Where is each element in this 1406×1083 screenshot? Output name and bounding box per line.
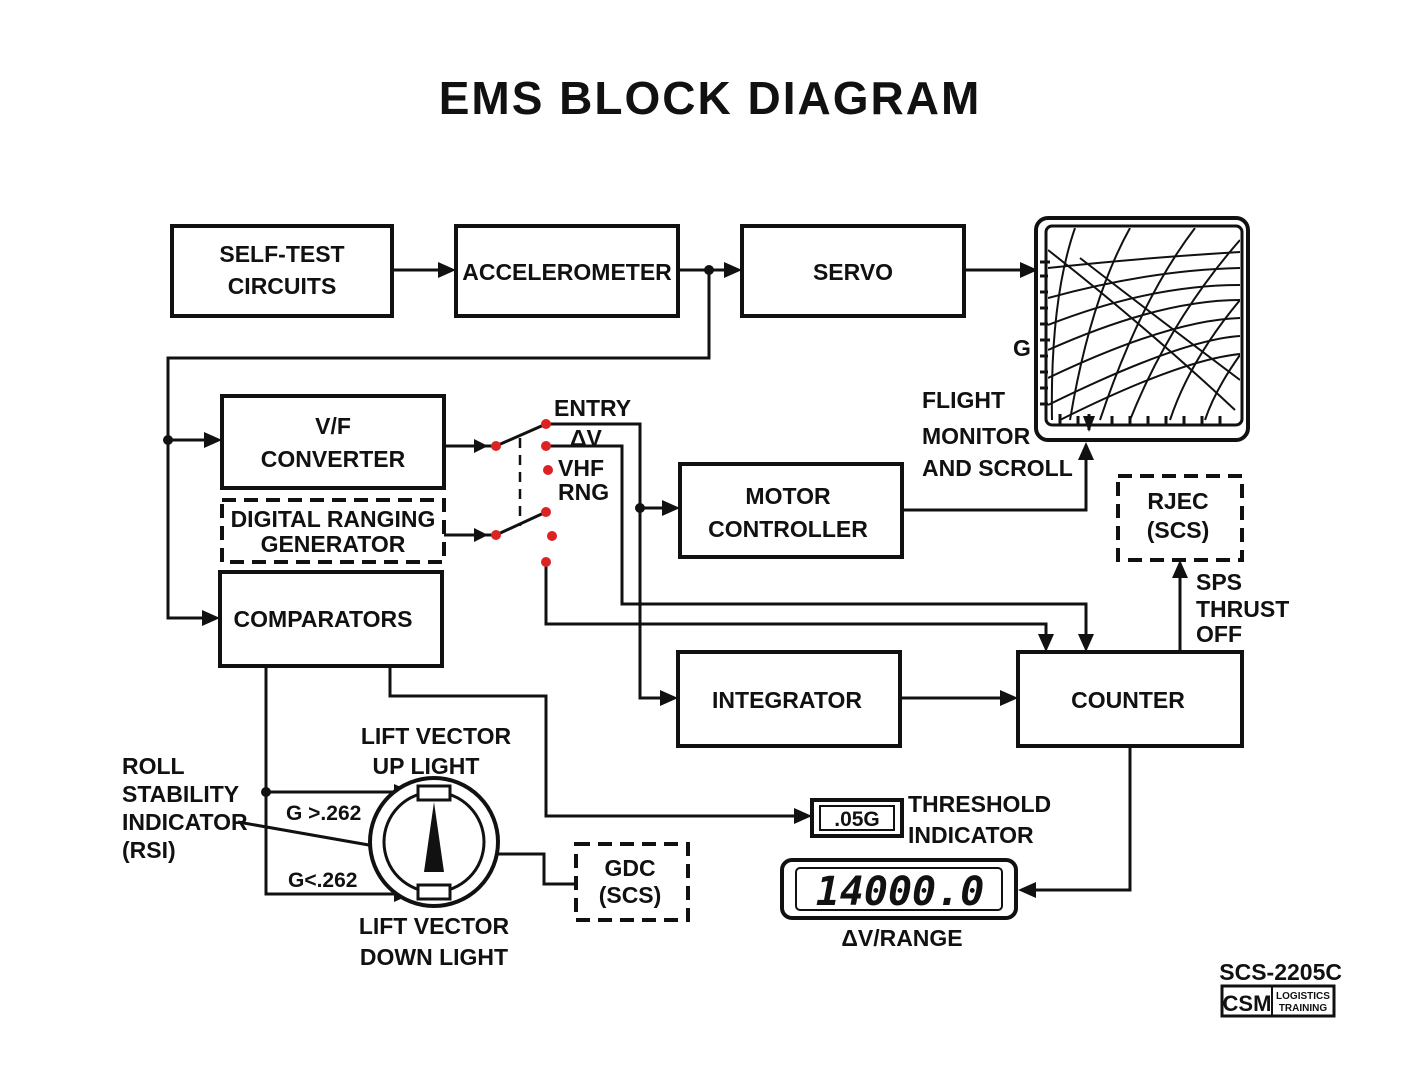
self-test-circuits-block: SELF-TEST CIRCUITS [170,224,394,318]
svg-text:INTEGRATOR: INTEGRATOR [712,687,862,713]
rsi-label-4: (RSI) [122,837,176,863]
comparators-block: COMPARATORS [218,570,444,668]
g-axis-label: G [1013,335,1031,361]
roll-pointer [424,802,444,872]
svg-text:COUNTER: COUNTER [1071,687,1185,713]
threshold-value: .05G [834,808,880,831]
svg-text:RJEC: RJEC [1147,488,1208,514]
vhf-label: VHF [558,455,604,481]
svg-text:(SCS): (SCS) [1147,517,1210,543]
lift-up-label-2: UP LIGHT [373,753,480,779]
motor-controller-block: MOTOR CONTROLLER [678,462,904,559]
svg-text:CONTROLLER: CONTROLLER [708,516,868,542]
csm-logistics-logo: CSM LOGISTICS TRAINING [1220,984,1336,1018]
display-readout: 14000.0 [816,869,985,915]
svg-text:ACCELEROMETER: ACCELEROMETER [462,259,672,285]
flight-monitor-label-3: AND SCROLL [922,455,1073,481]
rsi-label-2: STABILITY [122,781,239,807]
roll-stability-indicator [368,776,500,908]
svg-text:CIRCUITS: CIRCUITS [228,273,337,299]
svg-text:LOGISTICS: LOGISTICS [1276,991,1330,1002]
lift-up-label-1: LIFT VECTOR [361,723,512,749]
delta-v-range-display: 14000.0 [780,858,1018,920]
svg-text:DIGITAL RANGING: DIGITAL RANGING [231,506,436,532]
svg-text:COMPARATORS: COMPARATORS [234,606,413,632]
off-label: OFF [1196,621,1242,647]
thrust-label: THRUST [1196,596,1289,622]
lift-up-light [416,784,452,802]
delta-v-label: ΔV [570,425,603,451]
flight-monitor-label-1: FLIGHT [922,387,1005,413]
g-less-label: G<.262 [288,869,357,892]
sps-label: SPS [1196,569,1242,595]
servo-block: SERVO [740,224,966,318]
lift-down-light [416,883,452,901]
document-code: SCS-2205C [1219,959,1342,985]
rsi-label-3: INDICATOR [122,809,248,835]
svg-text:GDC: GDC [604,855,655,881]
integrator-block: INTEGRATOR [676,650,902,748]
threshold-label-2: INDICATOR [908,822,1034,848]
threshold-label-1: THRESHOLD [908,791,1051,817]
svg-text:TRAINING: TRAINING [1279,1003,1328,1014]
rng-label: RNG [558,479,609,505]
accelerometer-block: ACCELEROMETER [454,224,680,318]
mode-switch-contacts [491,419,557,567]
svg-text:CONVERTER: CONVERTER [261,446,406,472]
entry-trajectory-curves [1048,228,1240,421]
svg-text:V/F: V/F [315,413,351,439]
svg-text:MOTOR: MOTOR [745,483,831,509]
svg-text:SELF-TEST: SELF-TEST [219,241,344,267]
lift-down-label-1: LIFT VECTOR [359,913,510,939]
rjec-block: RJEC (SCS) [1116,474,1244,562]
counter-block: COUNTER [1016,650,1244,748]
svg-text:GENERATOR: GENERATOR [261,531,406,557]
lift-down-label-2: DOWN LIGHT [360,944,508,970]
digital-ranging-generator-block: DIGITAL RANGING GENERATOR [220,498,446,564]
g-greater-label: G >.262 [286,802,361,825]
dv-range-label: ΔV/RANGE [841,925,962,951]
svg-text:CSM: CSM [1223,991,1272,1016]
rsi-label-1: ROLL [122,753,185,779]
vf-converter-block: V/F CONVERTER [220,394,446,490]
svg-text:(SCS): (SCS) [599,882,662,908]
flight-monitor-scroll-display [1034,216,1250,442]
entry-label: ENTRY [554,395,631,421]
gdc-block: GDC (SCS) [574,842,690,922]
svg-text:SERVO: SERVO [813,259,893,285]
flight-monitor-label-2: MONITOR [922,423,1031,449]
page-title: EMS BLOCK DIAGRAM [439,72,982,124]
threshold-indicator: .05G [810,798,904,838]
